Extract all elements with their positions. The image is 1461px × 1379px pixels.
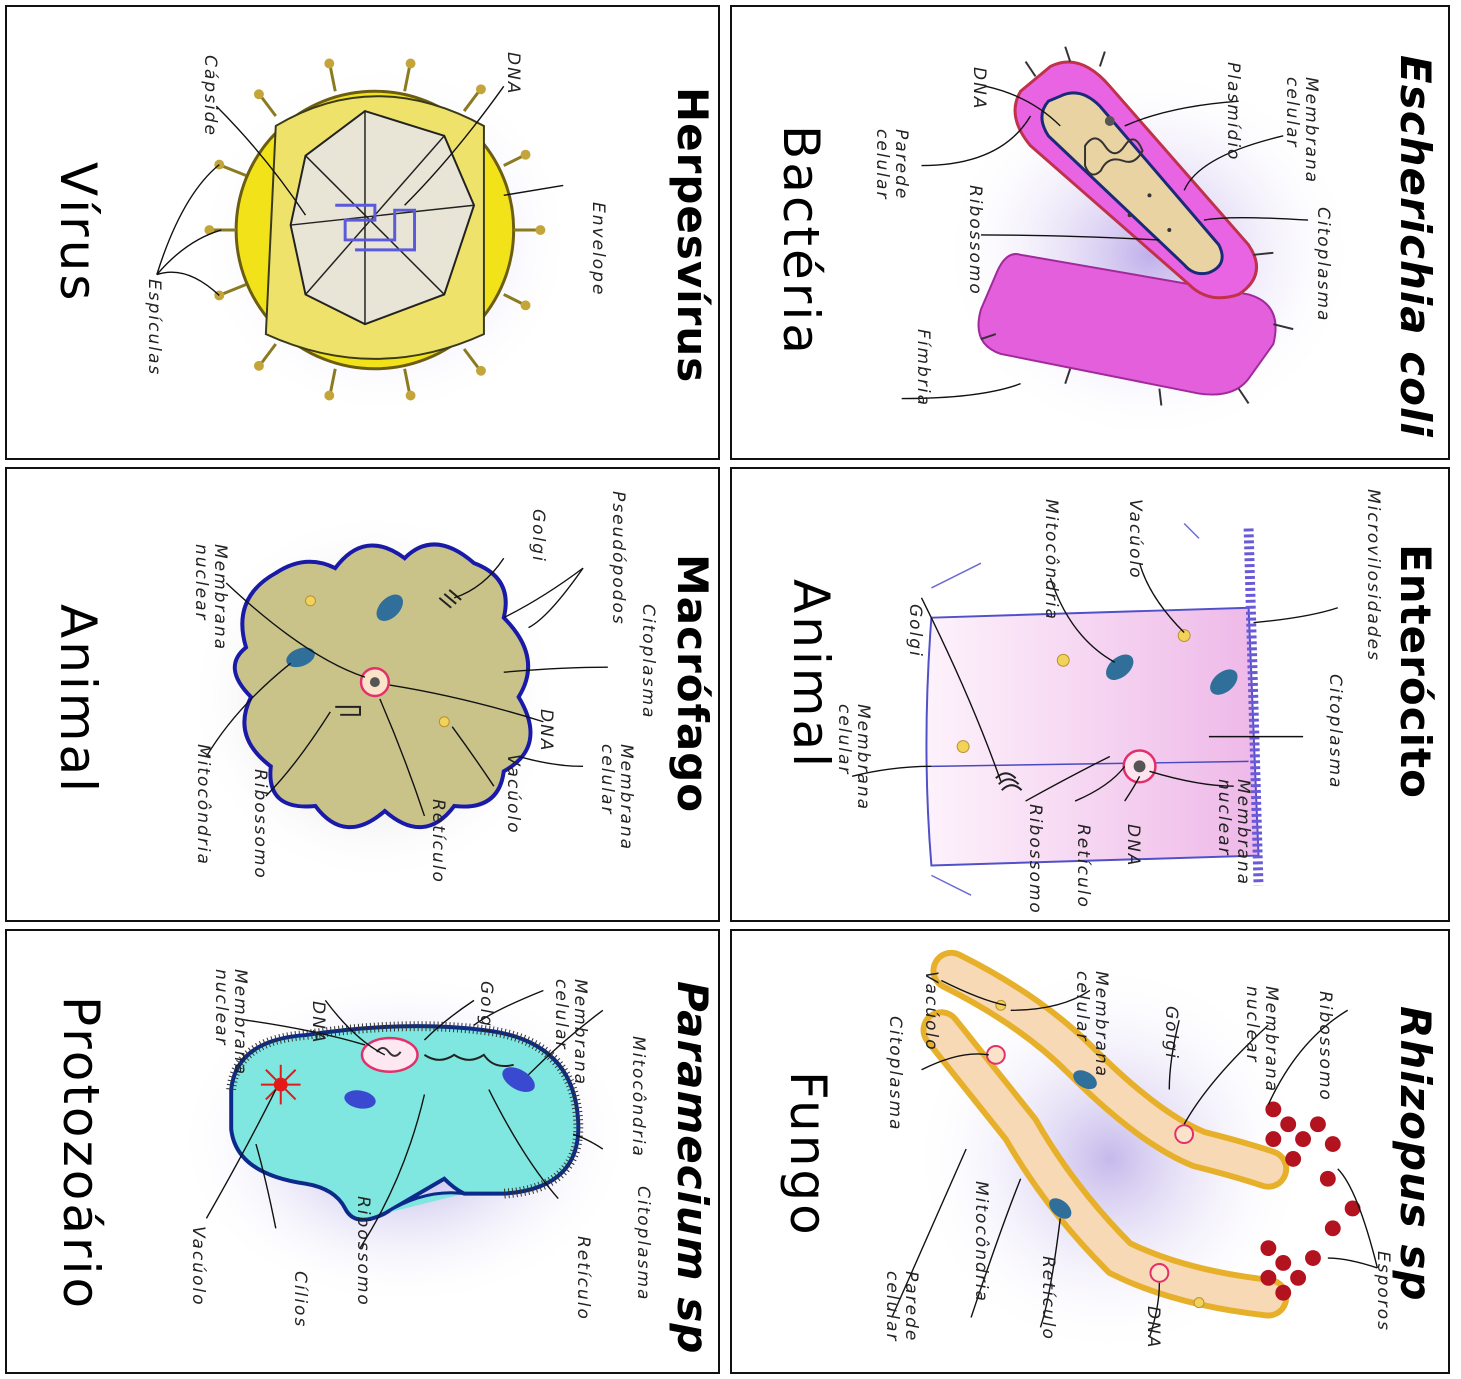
label-ribossomo: Ribossomo: [1025, 804, 1044, 915]
label-ribossomo: Ribossomo: [1315, 991, 1334, 1102]
kingdom-label: Protozoário: [52, 996, 110, 1311]
card-enterocito: Enterócito Animal Microvilosidades Vacúo…: [730, 467, 1450, 922]
nucleus: [1175, 1125, 1193, 1143]
card-title: Paramecium sp: [668, 981, 717, 1354]
label-mitocondria: Mitocôndria: [628, 1036, 647, 1158]
label-pseudopodos: Pseudópodos: [608, 491, 627, 626]
kingdom-label: Animal: [782, 579, 840, 770]
label-cilios: Cílios: [290, 1271, 309, 1328]
card-paramecium: Paramecium sp Protozoário Mitocôndria Me…: [5, 929, 720, 1374]
label-envelope: Envelope: [588, 202, 607, 296]
label-membrana-celular: Membrana celular: [551, 979, 589, 1086]
label-plasmidio: Plasmídio: [1223, 62, 1242, 161]
label-golgi: Golgi: [528, 509, 547, 563]
vacuole: [306, 596, 316, 606]
vacuole: [439, 717, 449, 727]
label-esporos: Esporos: [1373, 1251, 1392, 1332]
label-membrana-nuclear: Membrana nuclear: [1214, 779, 1252, 886]
label-mitocondria: Mitocôndria: [1041, 499, 1060, 621]
label-golgi: Golgi: [1161, 1006, 1180, 1060]
label-fimbria: Fímbria: [913, 329, 932, 407]
label-vacuolo: Vacúolo: [1125, 499, 1144, 580]
label-dna: DNA: [536, 709, 555, 752]
label-citoplasma: Citoplasma: [1313, 207, 1332, 322]
label-membrana-celular: Membrana celular: [834, 704, 872, 811]
label-citoplasma: Citoplasma: [638, 604, 657, 719]
label-dna: DNA: [503, 52, 522, 95]
dna-core: [370, 677, 380, 687]
nucleus: [1150, 1264, 1168, 1282]
label-membrana-celular: Membrana celular: [597, 744, 635, 851]
kingdom-label: Bactéria: [772, 125, 830, 357]
kingdom-label: Vírus: [49, 162, 107, 303]
virus-illustration: [7, 7, 718, 458]
vacuole: [957, 741, 969, 753]
card-macrofago: Macrófago Animal Pseudópodos Golgi Membr…: [5, 467, 720, 922]
label-ribossomo: Ribossomo: [353, 1196, 372, 1307]
vacuole: [1194, 1298, 1204, 1308]
label-dna: DNA: [1123, 824, 1142, 867]
label-membrana-celular: Membrana celular: [1282, 77, 1320, 184]
label-vacuolo: Vacúolo: [188, 1226, 207, 1307]
label-vacuolo: Vacúolo: [503, 754, 522, 835]
label-ribossomo: Ribossomo: [965, 185, 984, 296]
label-vacuolo: Vacúolo: [921, 971, 940, 1052]
nucleus: [987, 1046, 1005, 1064]
label-ribossomo: Ribossomo: [250, 769, 269, 880]
vacuole: [1178, 630, 1190, 642]
card-herpesvirus: Herpesvírus Vírus Cápside DNA Envelope E…: [5, 5, 720, 460]
card-title: Macrófago: [668, 554, 717, 813]
label-reticulo: Retículo: [1038, 1256, 1057, 1341]
card-title: Enterócito: [1391, 544, 1440, 799]
label-dna: DNA: [1143, 1306, 1162, 1349]
label-dna: DNA: [308, 1001, 327, 1044]
card-title: Herpesvírus: [668, 87, 717, 383]
label-membrana-nuclear: Membrana nuclear: [191, 544, 229, 651]
card-ecoli: Escherichia coli Bactéria DNA Plasmídio …: [730, 5, 1450, 460]
label-parede-celular: Parede celular: [882, 1271, 920, 1342]
label-citoplasma: Citoplasma: [1325, 674, 1344, 789]
label-dna: DNA: [969, 67, 988, 110]
label-mitocondria: Mitocôndria: [971, 1181, 990, 1303]
kingdom-label: Fungo: [779, 1071, 837, 1238]
vacuole: [1057, 654, 1069, 666]
label-citoplasma: Citoplasma: [633, 1186, 652, 1301]
label-reticulo: Retículo: [573, 1236, 592, 1321]
kingdom-label: Animal: [49, 604, 107, 795]
label-membrana-nuclear: Membrana nuclear: [1242, 986, 1280, 1093]
label-capside: Cápside: [200, 55, 219, 137]
label-microvilosidades: Microvilosidades: [1363, 489, 1382, 662]
label-reticulo: Retículo: [1073, 824, 1092, 909]
card-title: Rhizopus sp: [1391, 1006, 1440, 1302]
label-golgi: Golgi: [476, 981, 495, 1035]
card-title: Escherichia coli: [1391, 55, 1440, 438]
dna-core: [1134, 760, 1146, 772]
label-mitocondria: Mitocôndria: [193, 744, 212, 866]
label-membrana-celular: Membrana celular: [1072, 971, 1110, 1078]
nucleus: [362, 1038, 417, 1072]
label-golgi: Golgi: [905, 604, 924, 658]
card-rhizopus: Rhizopus sp Fungo Ribossomo Membrana nuc…: [730, 929, 1450, 1374]
label-citoplasma: Citoplasma: [885, 1016, 904, 1131]
plasmid: [1105, 116, 1115, 126]
label-membrana-nuclear: Membrana nuclear: [211, 969, 249, 1076]
label-parede-celular: Parede celular: [872, 129, 910, 200]
label-espiculas: Espículas: [144, 279, 163, 376]
label-reticulo: Retículo: [428, 799, 447, 884]
ecoli-illustration: [732, 7, 1448, 458]
